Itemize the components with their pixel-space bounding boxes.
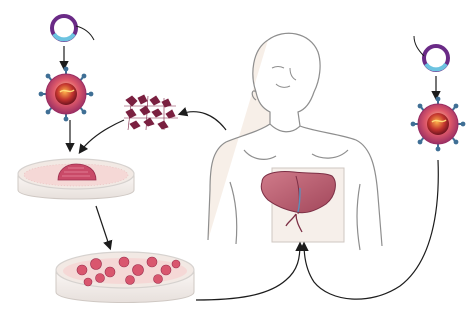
petri-dish-icon-upper [18,159,134,199]
hepatocyte-cluster-icon [124,95,178,130]
arrow-cells-to-dish [80,120,124,152]
petri-dish-icon-lower [56,252,194,303]
plasmid-icon-left [52,16,94,40]
retrovirus-icon-left [39,67,94,122]
arrow-dish-to-liver [196,244,300,300]
face-features [272,67,296,88]
arrow-torso-to-cells [180,112,226,130]
arrow-dish-to-dish [96,206,110,248]
plasmid-icon-right [414,36,448,70]
retrovirus-icon-right [411,97,466,152]
